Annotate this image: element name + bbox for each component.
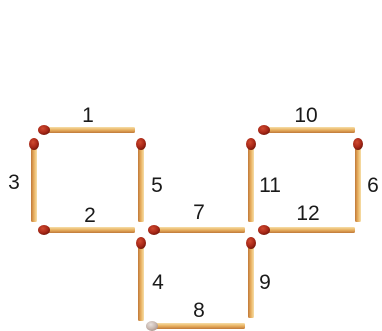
match-9-stick [248, 241, 254, 318]
match-label-6: 6 [367, 174, 379, 197]
match-12-head [258, 225, 270, 235]
match-9[interactable] [246, 237, 256, 318]
match-8-stick [150, 323, 245, 329]
match-label-11: 11 [259, 174, 281, 197]
match-7[interactable] [148, 225, 245, 235]
match-6-stick [355, 142, 361, 222]
match-5-stick [138, 142, 144, 222]
match-10-stick [262, 127, 355, 133]
match-label-2: 2 [84, 204, 96, 227]
match-12[interactable] [258, 225, 355, 235]
match-4-head [136, 237, 146, 249]
match-8[interactable] [146, 321, 245, 331]
match-5-head [136, 138, 146, 150]
match-7-head [148, 225, 160, 235]
match-label-9: 9 [259, 271, 271, 294]
match-label-4: 4 [152, 271, 164, 294]
match-label-3: 3 [8, 171, 20, 194]
match-4-stick [138, 241, 144, 321]
match-label-12: 12 [296, 202, 319, 225]
match-11-head [246, 138, 256, 150]
match-3-stick [31, 142, 37, 222]
match-3[interactable] [29, 138, 39, 222]
match-label-8: 8 [193, 299, 205, 322]
match-4[interactable] [136, 237, 146, 321]
match-label-1: 1 [82, 104, 94, 127]
match-11[interactable] [246, 138, 256, 222]
match-2-head [38, 225, 50, 235]
match-3-head [29, 138, 39, 150]
match-6-head [353, 138, 363, 150]
match-1-head [38, 125, 50, 135]
match-10-head [258, 125, 270, 135]
match-9-head [246, 237, 256, 249]
match-12-stick [262, 227, 355, 233]
match-11-stick [248, 142, 254, 222]
match-label-5: 5 [151, 174, 163, 197]
match-5[interactable] [136, 138, 146, 222]
match-8-head [146, 321, 158, 331]
match-label-10: 10 [294, 104, 317, 127]
match-2-stick [42, 227, 135, 233]
match-1-stick [42, 127, 135, 133]
match-7-stick [152, 227, 245, 233]
match-label-7: 7 [193, 201, 205, 224]
match-6[interactable] [353, 138, 363, 222]
